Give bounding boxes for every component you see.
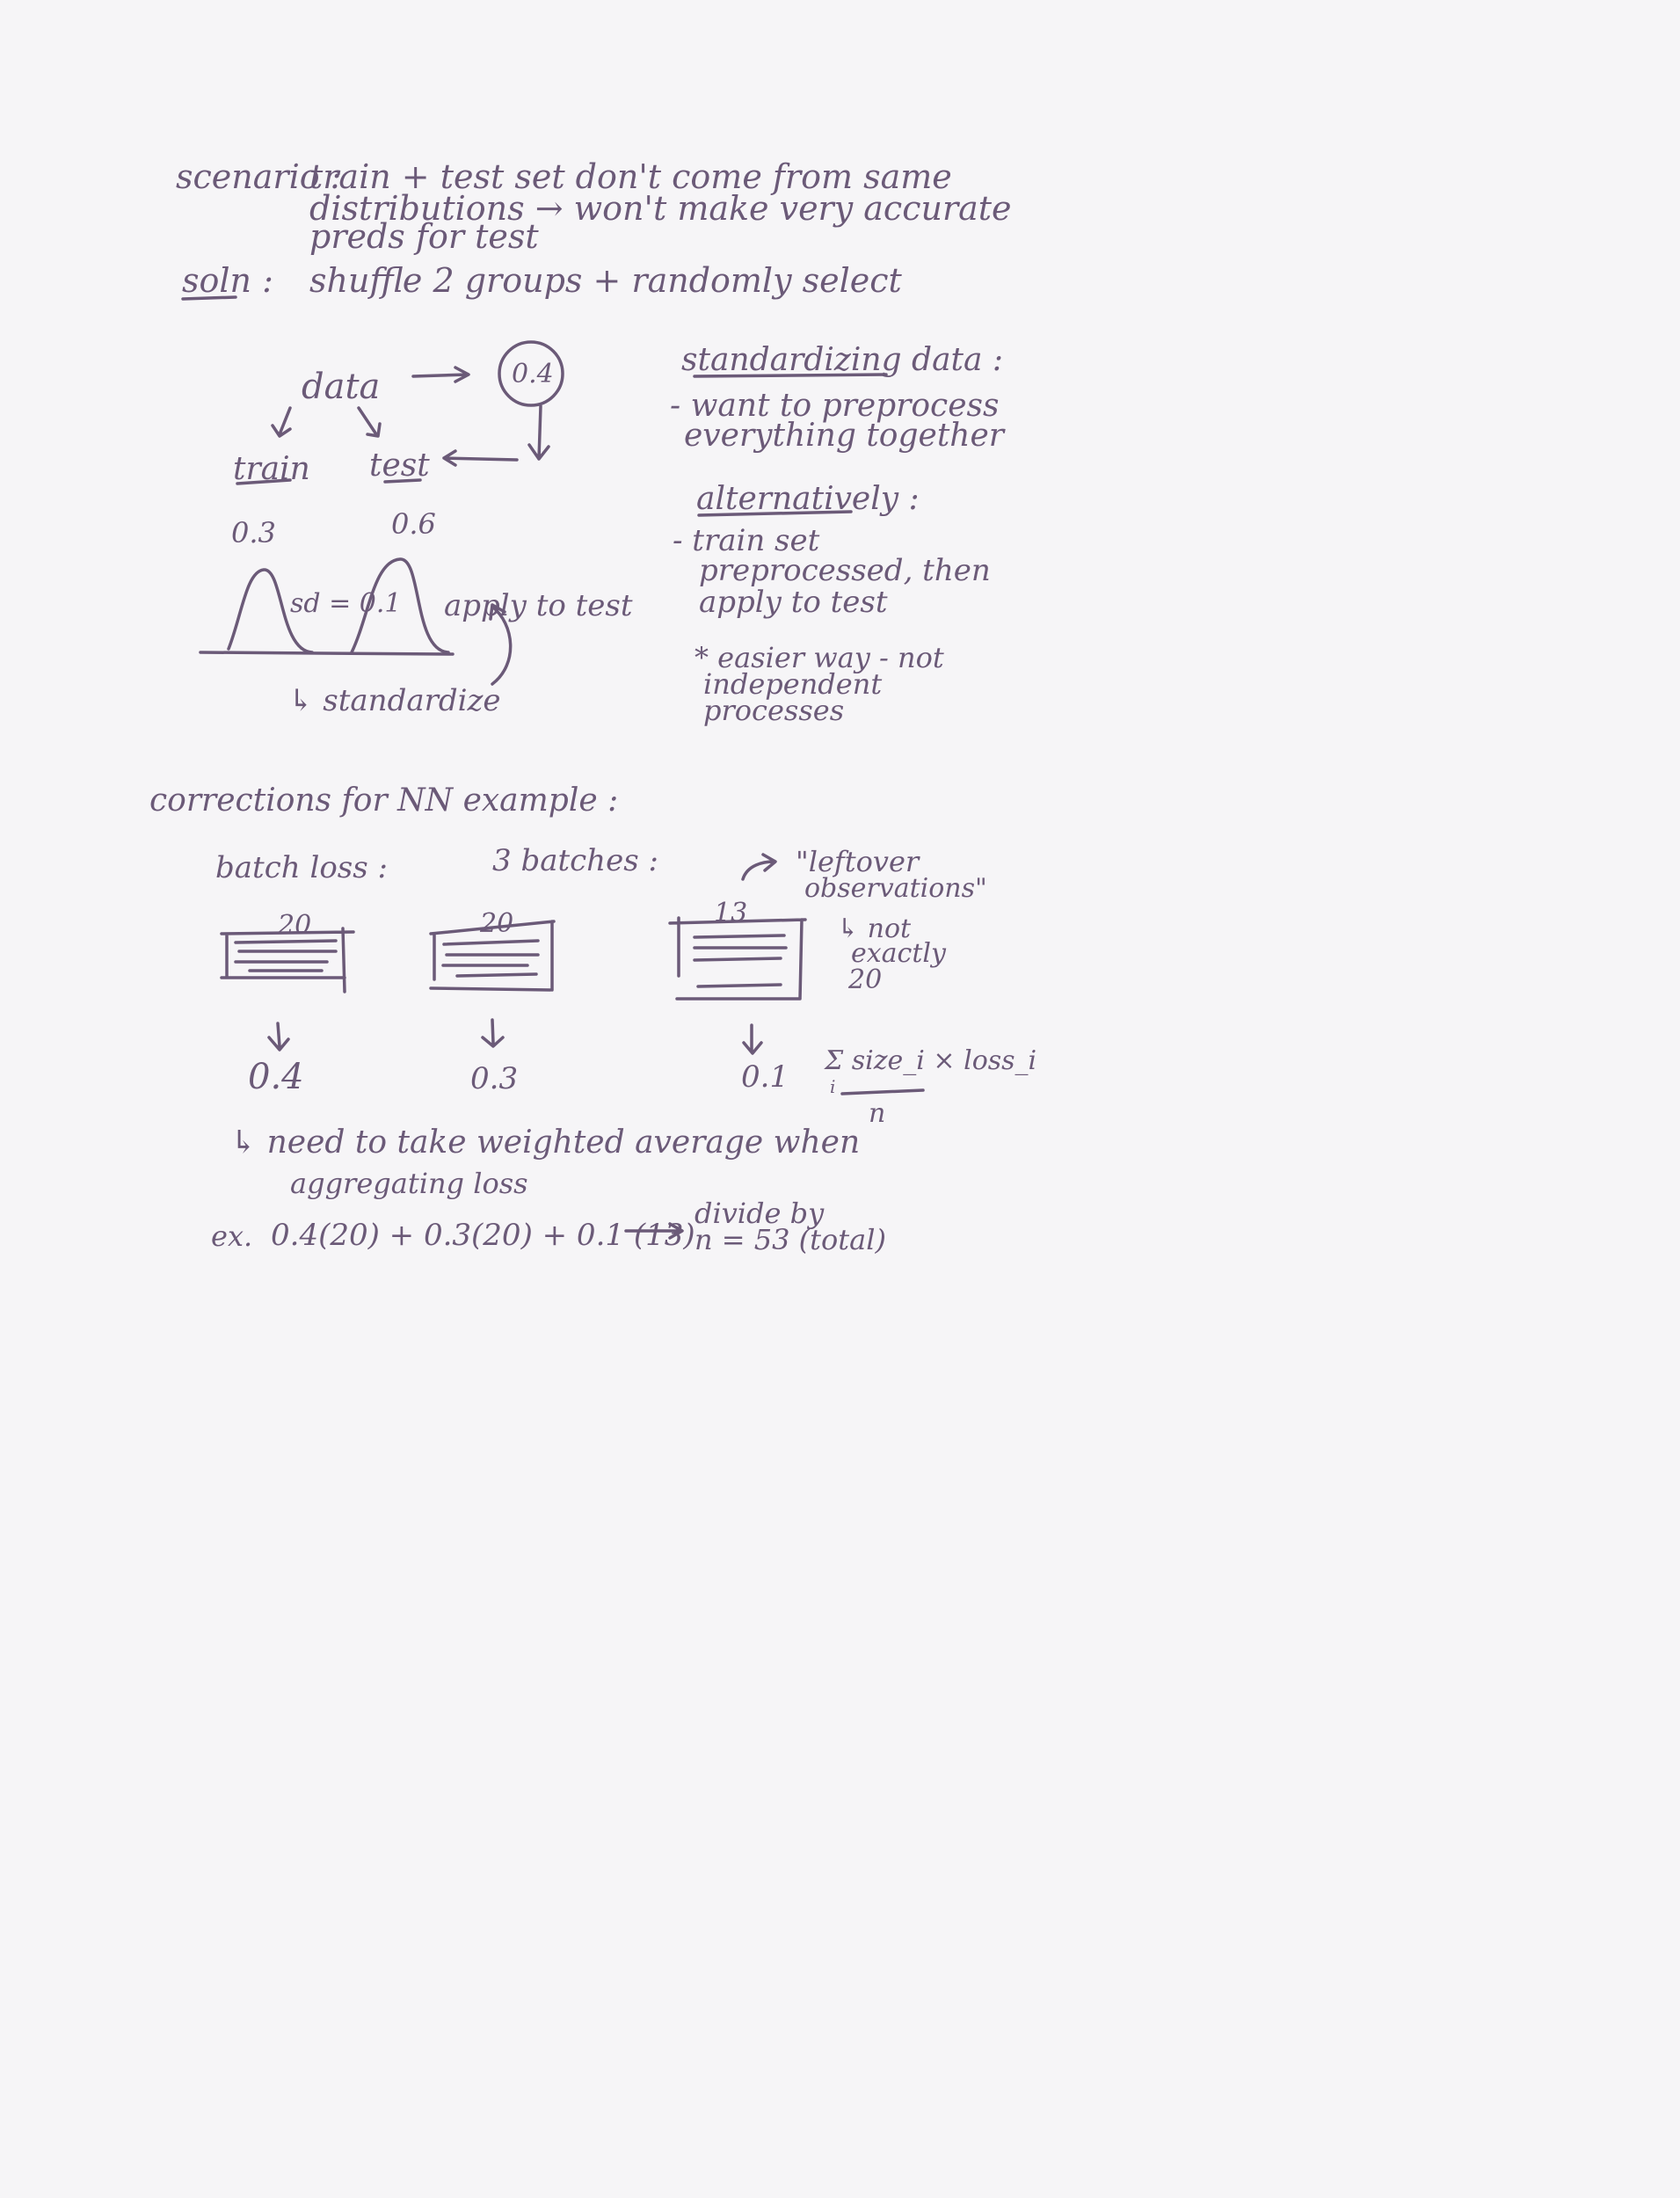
side-note-3-line-3: processes [703, 694, 845, 727]
alternatively-heading: alternatively : [696, 481, 920, 517]
soln-label: soln : [182, 261, 273, 300]
axis-line [199, 651, 455, 656]
weighted-line-2: aggregating loss [290, 1167, 528, 1200]
train-curve [227, 568, 314, 654]
standardizing-heading: standardizing data : [681, 342, 1004, 378]
batch-loss-2: 0.3 [470, 1061, 519, 1096]
batch-table-3 [668, 916, 807, 1001]
arrow-leftover [741, 853, 777, 881]
scenario-label: scenario : [176, 157, 342, 196]
leftover-line-2: observations" [804, 873, 987, 904]
side-note-1-line-1: - want to preprocess [670, 388, 1000, 424]
batches-label: 3 batches : [492, 843, 658, 878]
batch-loss-3: 0.1 [741, 1059, 789, 1095]
side-note-3-line-2: independent [703, 667, 883, 701]
sd-arrow [489, 603, 513, 686]
leftover-line-1: "leftover [796, 845, 920, 878]
divide-line-2: n = 53 (total) [695, 1223, 886, 1256]
arrow-batch-1 [267, 1022, 290, 1052]
test-value: 0.6 [391, 507, 436, 541]
scenario-line-1: train + test set don't come from same [309, 157, 952, 196]
side-note-2-line-2: preprocessed, then [699, 553, 991, 588]
side-note-2-line-3: apply to test [699, 585, 888, 620]
scenario-line-2: distributions → won't make very accurate [309, 189, 1012, 228]
apply-label: apply to test [444, 588, 633, 623]
arrow-data-to-test [357, 406, 382, 438]
divide-line-1: divide by [695, 1197, 825, 1230]
train-value: 0.3 [231, 516, 276, 550]
train-underline [236, 478, 292, 485]
arrow-circle-down [527, 404, 550, 461]
side-note-1-line-2: everything together [684, 418, 1004, 454]
data-label: data [302, 367, 381, 407]
example-label: ex. [211, 1219, 253, 1253]
arrow-to-test [442, 449, 519, 467]
sd-label: sd = 0.1 [290, 588, 402, 619]
test-underline [383, 478, 422, 484]
batch-table-1 [220, 927, 355, 993]
arrow-batch-2 [481, 1018, 505, 1048]
train-label: train [233, 451, 310, 487]
test-curve [350, 557, 450, 654]
soln-text: shuffle 2 groups + randomly select [309, 261, 902, 300]
formula-denominator: n [869, 1098, 886, 1129]
arrow-data-to-train [271, 406, 292, 438]
circle-value: 0.4 [512, 359, 554, 389]
arrow-example [624, 1222, 684, 1240]
formula-fraction-bar [840, 1088, 925, 1095]
arrow-batch-3 [742, 1023, 763, 1055]
not-exactly-line-2: exactly [851, 938, 946, 969]
batch-table-2 [429, 920, 556, 992]
standardize-label: ↳ standardize [288, 683, 501, 718]
not-exactly-line-3: 20 [848, 964, 883, 995]
test-label: test [369, 448, 430, 484]
formula-numerator: Σ size_i × loss_i [825, 1045, 1037, 1076]
arrow-data-to-circle [411, 366, 470, 383]
batch-size-2: 20 [480, 908, 514, 939]
batch-loss-label: batch loss : [215, 850, 388, 885]
not-exactly-line-1: ↳ not [837, 913, 912, 944]
alternatively-underline [697, 510, 853, 517]
circle-outline [498, 340, 564, 407]
standardizing-underline [693, 373, 888, 378]
scenario-line-3: preds for test [309, 217, 539, 256]
example-expression: 0.4(20) + 0.3(20) + 0.1 (13) [271, 1218, 695, 1253]
formula-index: i [830, 1076, 836, 1097]
side-note-3-line-1: * easier way - not [695, 641, 944, 674]
corrections-heading: corrections for NN example : [149, 782, 619, 819]
batch-loss-1: 0.4 [248, 1057, 304, 1097]
side-note-2-line-1: - train set [673, 523, 820, 558]
weighted-line-1: ↳ need to take weighted average when [230, 1124, 861, 1161]
soln-underline [181, 295, 237, 301]
